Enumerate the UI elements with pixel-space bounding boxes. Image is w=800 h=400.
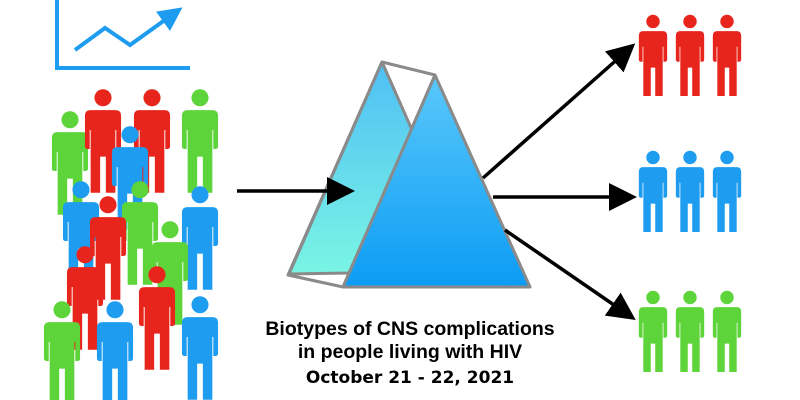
person-icon-blue [712, 150, 742, 232]
person-icon-red [638, 14, 668, 96]
person-icon-green [51, 111, 89, 215]
sorted-groups [638, 14, 742, 372]
person-icon-green [675, 290, 705, 372]
event-date: October 21 - 22, 2021 [305, 368, 515, 388]
person-icon-red [675, 14, 705, 96]
person-icon-blue [181, 296, 219, 400]
person-icon-red [712, 14, 742, 96]
person-icon-blue [638, 150, 668, 232]
output-arrow-red [481, 43, 636, 180]
person-icon-blue [675, 150, 705, 232]
crowd-of-people [43, 89, 219, 400]
title-line-2: in people living with HIV [297, 341, 523, 363]
person-icon-green [181, 89, 219, 193]
person-icon-blue [96, 301, 134, 400]
output-arrow-green [504, 228, 636, 320]
person-icon-green [638, 290, 668, 372]
person-icon-green [712, 290, 742, 372]
prism-icon [286, 60, 532, 289]
title-line-1: Biotypes of CNS complications [265, 318, 555, 340]
trend-chart-icon [55, 0, 190, 70]
arrows [237, 43, 637, 320]
